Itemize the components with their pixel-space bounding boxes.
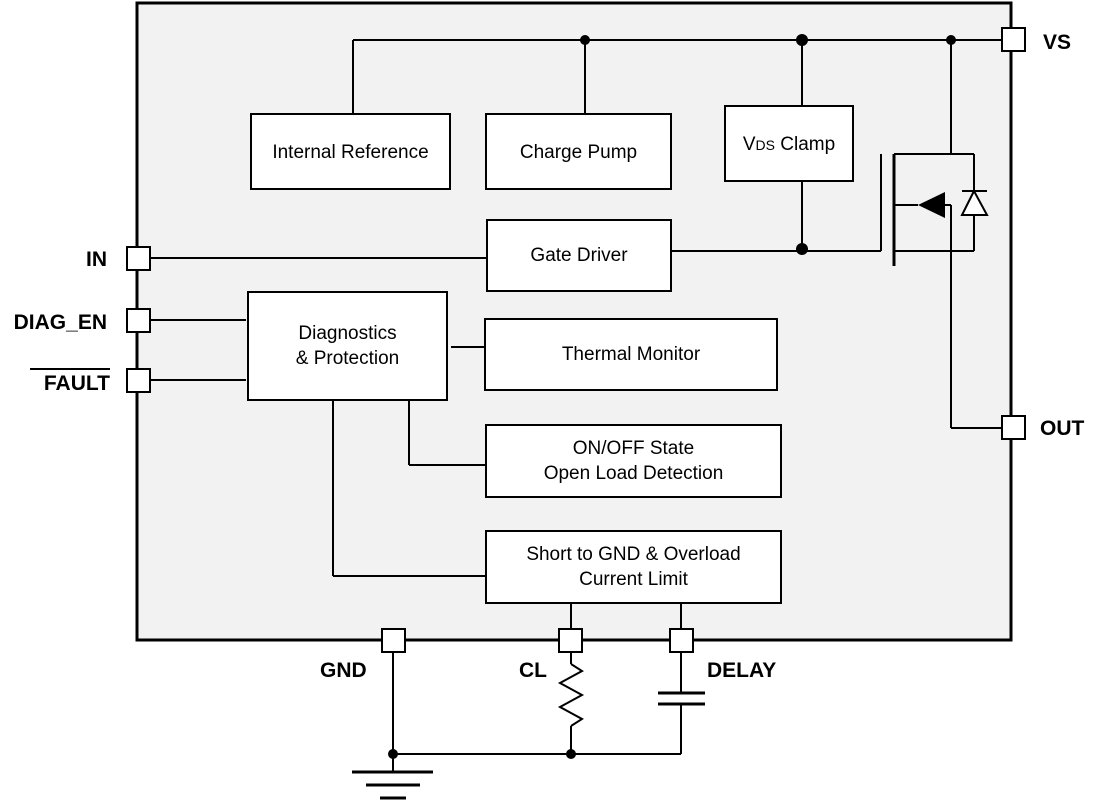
vs-rail [352,34,1002,154]
out-pin [1001,415,1026,440]
internal-reference-label: Internal Reference [272,142,428,163]
delay-pin-label: DELAY [707,659,776,682]
diag-en-pin-label: DIAG_EN [14,311,107,334]
cl-pin [558,628,583,653]
cl-resistor [557,663,585,727]
vs-pin [1001,27,1026,52]
cl-pin-label: CL [519,659,547,682]
internal-reference-block: Internal Reference [250,113,451,190]
vds-clamp-block: VDS Clamp [724,105,854,182]
diag-en-pin [126,308,151,333]
in-pin [126,246,151,271]
short-to-gnd-block: Short to GND & Overload Current Limit [485,530,782,604]
thermal-monitor-block: Thermal Monitor [484,318,778,391]
vds-clamp-label: VDS Clamp [743,134,835,155]
diagnostics-protection-block: Diagnostics & Protection [247,291,448,401]
charge-pump-label: Charge Pump [520,142,637,163]
short-to-gnd-label-line2: Current Limit [579,569,688,590]
diagnostics-label-line1: Diagnostics [298,323,396,344]
gate-driver-block: Gate Driver [486,219,672,292]
fault-pin-label: FAULT [44,372,110,395]
gate-driver-label: Gate Driver [530,245,628,266]
thermal-monitor-label: Thermal Monitor [562,344,701,365]
open-load-label-line1: ON/OFF State [573,438,694,459]
ground-symbol [352,770,433,800]
open-load-detection-block: ON/OFF State Open Load Detection [485,424,782,498]
fault-pin [126,368,151,393]
out-pin-label: OUT [1040,417,1085,440]
delay-pin [669,628,694,653]
short-to-gnd-label-line1: Short to GND & Overload [526,544,740,565]
open-load-label-line2: Open Load Detection [544,463,724,484]
diagnostics-label-line2: & Protection [296,348,400,369]
gnd-pin [381,628,406,653]
charge-pump-block: Charge Pump [485,113,672,190]
mosfet-symbol [880,153,989,266]
gnd-pin-label: GND [320,659,367,682]
external-circuit [352,652,705,800]
vs-pin-label: VS [1043,31,1071,54]
in-pin-label: IN [86,248,107,271]
